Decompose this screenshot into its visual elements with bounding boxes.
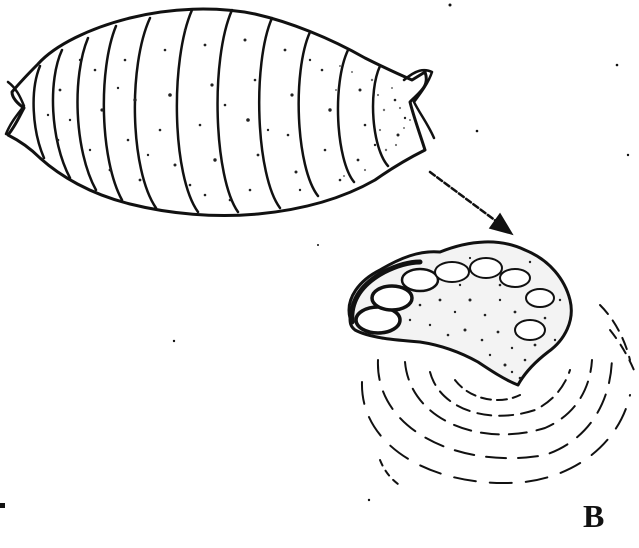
spiracle-lobe [515, 320, 545, 340]
segment-line [259, 18, 280, 208]
spiracle-lobe [500, 269, 530, 287]
segment-line [218, 10, 238, 212]
spiracle-lobe [435, 262, 469, 282]
arrow [430, 172, 512, 234]
spiracle-closeup [349, 242, 571, 385]
segment-line [104, 26, 122, 200]
segment-line [53, 50, 70, 178]
edge-mark [0, 503, 5, 508]
ripple-arc [362, 382, 630, 483]
spiracle-lobe [526, 289, 554, 307]
segment-line [135, 18, 156, 208]
spiracle-lobe [470, 258, 502, 278]
stray-specks [173, 4, 629, 502]
spiracle-lobe [372, 286, 412, 310]
arrow-head [490, 214, 512, 234]
segment-line [299, 32, 318, 196]
arrow-shaft [430, 172, 500, 224]
segment-line [338, 50, 354, 182]
ripple-arc [380, 460, 398, 484]
larva-stipple [47, 29, 406, 202]
larva-body [6, 9, 434, 215]
ripple-arc [610, 330, 636, 375]
segment-line [177, 10, 198, 212]
segment-line [34, 66, 44, 158]
spiracle-lobe [402, 269, 438, 291]
panel-label: B [583, 500, 604, 532]
